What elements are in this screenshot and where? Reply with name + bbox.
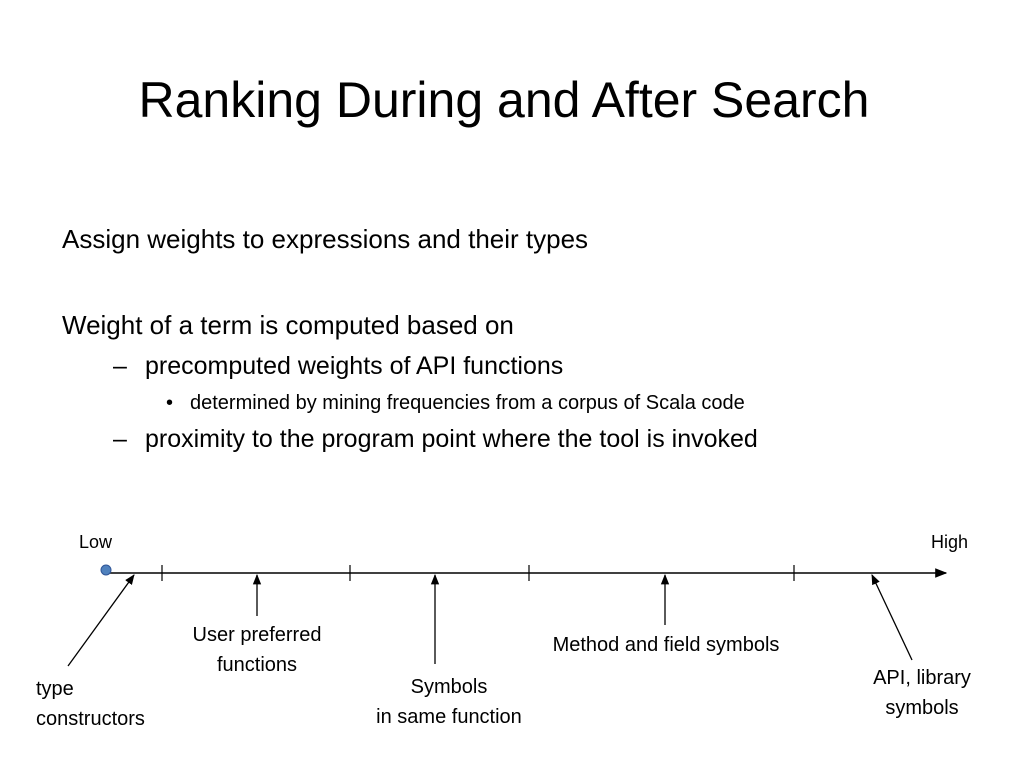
annotation-line: type	[36, 678, 74, 700]
bullet-weight-computed: Weight of a term is computed based on	[62, 310, 514, 340]
slide-title: Ranking During and After Search	[138, 72, 870, 128]
sub-sub-bullet-mining: • determined by mining frequencies from a…	[166, 391, 745, 415]
arrow-api-library	[871, 574, 913, 661]
annotation-method-field: Method and field symbols	[521, 630, 811, 660]
scale-high-label: High	[931, 532, 969, 552]
annotation-line: User preferred	[192, 624, 322, 646]
annotation-api-library: API, library symbols	[854, 663, 990, 723]
sub-bullet-proximity-text: proximity to the program point where the…	[145, 425, 758, 453]
dash-marker: –	[113, 425, 127, 453]
dot-marker: •	[166, 392, 174, 414]
sub-bullet-proximity: –proximity to the program point where th…	[113, 424, 758, 454]
annotation-line: constructors	[36, 708, 145, 730]
bullet-assign-weights: Assign weights to expressions and their …	[62, 224, 589, 254]
annotation-line: in same function	[376, 706, 522, 728]
dash-marker: –	[113, 352, 127, 380]
annotation-user-preferred: User preferred functions	[171, 620, 343, 680]
scale-low-label: Low	[79, 532, 113, 552]
sub-bullet-precomputed: –precomputed weights of API functions	[113, 351, 563, 381]
annotation-line: symbols	[885, 697, 959, 719]
annotation-line: functions	[216, 654, 298, 676]
annotation-symbols-same-function: Symbols in same function	[355, 672, 543, 732]
annotation-line: Symbols	[410, 676, 488, 698]
scale-origin-dot	[100, 564, 112, 576]
annotation-line: Method and field symbols	[552, 634, 780, 656]
arrow-type-constructors	[67, 574, 135, 667]
sub-sub-bullet-mining-text: determined by mining frequencies from a …	[190, 392, 745, 414]
annotation-line: API, library	[873, 667, 971, 689]
annotation-type-constructors: type constructors	[36, 674, 145, 734]
sub-bullet-precomputed-text: precomputed weights of API functions	[145, 352, 564, 380]
